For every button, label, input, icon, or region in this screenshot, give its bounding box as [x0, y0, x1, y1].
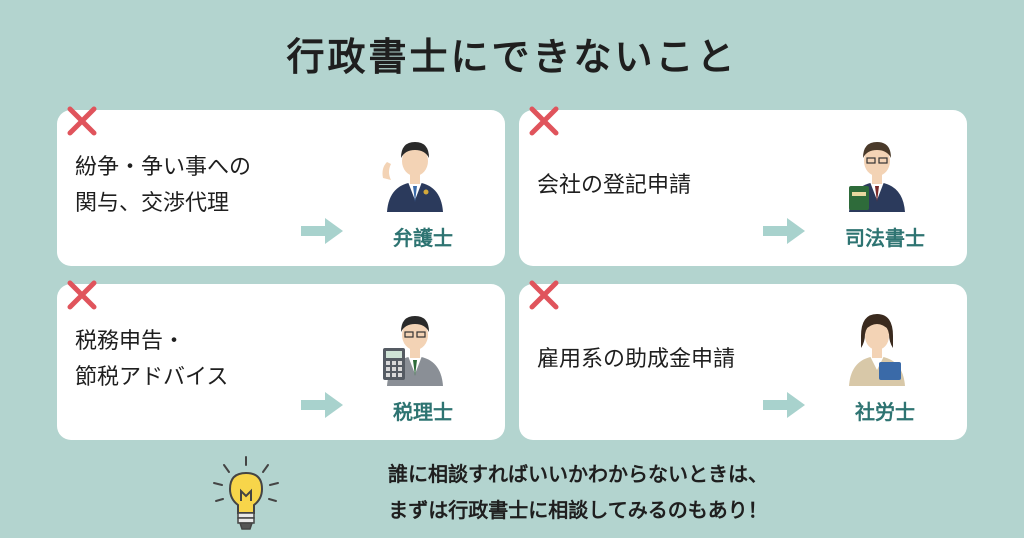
page-title: 行政書士にできないこと [286, 35, 738, 79]
cross-icon [67, 106, 97, 136]
card-lawyer: 紛争・争い事への 関与、交渉代理 弁護士 [57, 106, 505, 266]
arrow-right-icon [301, 218, 343, 244]
arrow-right-icon [301, 392, 343, 418]
card-task-text: 雇用系の助成金申請 [537, 347, 736, 372]
professional-label: 社労士 [855, 400, 915, 424]
footer-line-1: 誰に相談すればいいかわからないときは、 [388, 462, 768, 486]
professional-label: 弁護士 [393, 226, 453, 250]
tax-accountant-icon [383, 316, 443, 386]
card-task-text: 会社の登記申請 [537, 173, 692, 198]
lawyer-icon [382, 142, 443, 212]
cross-icon [529, 280, 559, 310]
professional-label: 司法書士 [845, 226, 925, 250]
card-tax-accountant: 税務申告・ 節税アドバイス 税理士 [57, 280, 505, 440]
cross-icon [529, 106, 559, 136]
card-labor-consultant: 雇用系の助成金申請 社労士 [519, 280, 967, 440]
card-task-text: 紛争・争い事への 関与、交渉代理 [75, 155, 252, 216]
cross-icon [67, 280, 97, 310]
lightbulb-icon [213, 456, 279, 530]
card-judicial-scrivener: 会社の登記申請 司法書士 [519, 106, 967, 266]
judicial-scrivener-icon [849, 142, 905, 212]
arrow-right-icon [763, 392, 805, 418]
footer-message: 誰に相談すればいいかわからないときは、 まずは行政書士に相談してみるのもあり！ [318, 456, 838, 528]
professional-label: 税理士 [393, 400, 453, 424]
card-task-text: 税務申告・ 節税アドバイス [75, 329, 229, 390]
labor-consultant-icon [849, 314, 905, 386]
footer-line-2: まずは行政書士に相談してみるのもあり！ [388, 498, 768, 522]
arrow-right-icon [763, 218, 805, 244]
